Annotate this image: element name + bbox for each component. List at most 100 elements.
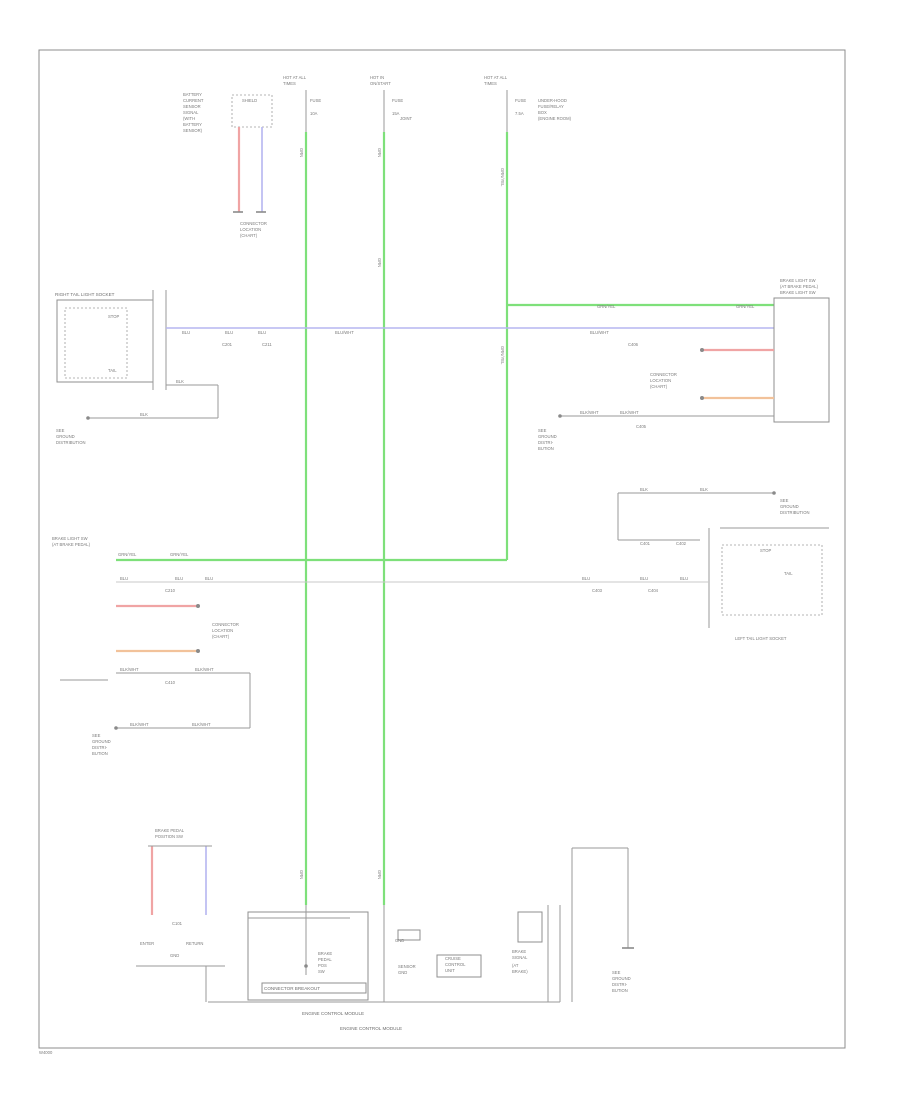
svg-text:GRN: GRN [377, 148, 382, 157]
svg-text:BLU/WHT: BLU/WHT [590, 330, 609, 335]
svg-text:BLK/WHT: BLK/WHT [130, 722, 149, 727]
svg-text:GROUND: GROUND [538, 434, 557, 439]
svg-text:BLK/WHT: BLK/WHT [580, 410, 599, 415]
svg-text:RETURN: RETURN [186, 941, 203, 946]
svg-text:BRAKE: BRAKE [512, 949, 526, 954]
svg-text:GRN/YEL: GRN/YEL [736, 304, 755, 309]
svg-text:C403: C403 [592, 588, 603, 593]
svg-text:GROUND: GROUND [56, 434, 75, 439]
svg-text:BLU: BLU [205, 576, 213, 581]
svg-text:10A: 10A [310, 111, 318, 116]
svg-text:(AT BRAKE PEDAL): (AT BRAKE PEDAL) [780, 284, 819, 289]
svg-text:C410: C410 [165, 680, 176, 685]
svg-text:C401: C401 [640, 541, 651, 546]
brake-light-switch-top: BRAKE LIGHT SW (AT BRAKE PEDAL) BRAKE LI… [538, 278, 830, 451]
svg-text:SIGNAL: SIGNAL [512, 955, 528, 960]
svg-text:ENGINE CONTROL MODULE: ENGINE CONTROL MODULE [340, 1026, 402, 1031]
svg-text:BLU: BLU [182, 330, 190, 335]
svg-text:BRAKE LIGHT SW: BRAKE LIGHT SW [780, 278, 816, 283]
svg-text:C405: C405 [636, 424, 647, 429]
top-fuse-1: HOT AT ALL TIMES FUSE 10A [283, 75, 321, 132]
svg-text:C211: C211 [262, 342, 272, 347]
svg-text:SENSOR): SENSOR) [183, 128, 203, 133]
svg-text:BLU: BLU [225, 330, 233, 335]
svg-text:SEE: SEE [92, 733, 101, 738]
svg-text:TIMES: TIMES [484, 81, 497, 86]
svg-text:BLK: BLK [700, 487, 708, 492]
svg-text:C210: C210 [165, 588, 176, 593]
svg-text:TAIL: TAIL [108, 368, 117, 373]
svg-text:C201: C201 [222, 342, 233, 347]
svg-text:SEE: SEE [612, 970, 621, 975]
svg-text:BLK/WHT: BLK/WHT [120, 667, 139, 672]
svg-text:PEDAL: PEDAL [318, 957, 332, 962]
svg-text:GRN: GRN [299, 148, 304, 157]
svg-text:BLU: BLU [680, 576, 688, 581]
svg-text:SENSOR: SENSOR [183, 104, 201, 109]
svg-text:GRN/YEL: GRN/YEL [118, 552, 137, 557]
svg-text:GRN: GRN [377, 870, 382, 879]
svg-text:BLU: BLU [582, 576, 590, 581]
svg-text:BLK: BLK [176, 379, 184, 384]
svg-text:C406: C406 [628, 342, 639, 347]
svg-text:HOT AT ALL: HOT AT ALL [283, 75, 307, 80]
svg-text:C404: C404 [648, 588, 659, 593]
top-left-connector: BATTERY CURRENT SENSOR SIGNAL (WITH BATT… [183, 92, 273, 238]
svg-text:CRUISE: CRUISE [445, 956, 461, 961]
svg-text:STOP: STOP [108, 314, 120, 319]
svg-text:BRAKE LIGHT SW: BRAKE LIGHT SW [52, 536, 88, 541]
svg-text:BLK/WHT: BLK/WHT [620, 410, 639, 415]
bottom-right-ground: SEE GROUND DISTRI- BUTION [571, 847, 634, 1002]
svg-text:(CHART): (CHART) [240, 233, 258, 238]
svg-text:BLK: BLK [640, 487, 648, 492]
svg-text:FUSE: FUSE [310, 98, 321, 103]
svg-text:SIGNAL: SIGNAL [183, 110, 199, 115]
svg-text:DISTRIBUTION: DISTRIBUTION [780, 510, 810, 515]
svg-text:CONNECTOR: CONNECTOR [212, 622, 239, 627]
svg-text:BLK/WHT: BLK/WHT [195, 667, 214, 672]
svg-text:STOP: STOP [760, 548, 772, 553]
svg-text:GRN/YEL: GRN/YEL [597, 304, 616, 309]
svg-text:(ENGINE ROOM): (ENGINE ROOM) [538, 116, 572, 121]
svg-text:TIMES: TIMES [283, 81, 296, 86]
svg-text:(WITH: (WITH [183, 116, 195, 121]
right-mid-wiring: BLK BLK SEE GROUND DISTRIBUTION C401 C40… [617, 487, 810, 546]
brake-light-switch-left: BRAKE LIGHT SW (AT BRAKE PEDAL) GRN/YEL … [52, 536, 251, 756]
svg-text:CONNECTOR BREAKOUT: CONNECTOR BREAKOUT [264, 986, 320, 991]
svg-text:ON/START: ON/START [370, 81, 391, 86]
svg-text:GRN/YEL: GRN/YEL [170, 552, 189, 557]
svg-text:LOCATION: LOCATION [240, 227, 261, 232]
svg-text:DISTRI-: DISTRI- [538, 440, 554, 445]
svg-text:(CHART): (CHART) [650, 384, 668, 389]
svg-text:CONNECTOR: CONNECTOR [240, 221, 267, 226]
svg-text:BLU: BLU [640, 576, 648, 581]
svg-text:GROUND: GROUND [780, 504, 799, 509]
left-tail-light-socket: STOP TAIL LEFT TAIL LIGHT SOCKET [708, 527, 829, 641]
svg-text:RIGHT TAIL LIGHT SOCKET: RIGHT TAIL LIGHT SOCKET [55, 292, 115, 297]
svg-text:BRAKE LIGHT SW: BRAKE LIGHT SW [780, 290, 816, 295]
svg-text:SEE: SEE [56, 428, 65, 433]
svg-text:(CHART): (CHART) [212, 634, 230, 639]
right-tail-light-socket: RIGHT TAIL LIGHT SOCKET STOP TAIL [55, 290, 167, 390]
svg-text:(AT BRAKE PEDAL): (AT BRAKE PEDAL) [52, 542, 91, 547]
svg-text:GND: GND [170, 953, 179, 958]
top-fuse-3: HOT AT ALL TIMES FUSE 7.5A UNDER-HOOD FU… [484, 75, 572, 132]
tail-light-ground: BLK BLK SEE GROUND DISTRIBUTION [56, 379, 219, 445]
svg-text:BUTION: BUTION [612, 988, 628, 993]
svg-text:POS: POS [318, 963, 327, 968]
svg-text:UNIT: UNIT [445, 968, 455, 973]
svg-text:15A: 15A [392, 111, 400, 116]
svg-text:BLK/WHT: BLK/WHT [192, 722, 211, 727]
svg-text:BOX: BOX [538, 110, 547, 115]
svg-text:SEE: SEE [538, 428, 547, 433]
svg-text:GND: GND [398, 970, 407, 975]
svg-text:DISTRI-: DISTRI- [612, 982, 628, 987]
svg-text:BRAKE PEDAL: BRAKE PEDAL [155, 828, 185, 833]
svg-text:ENGINE CONTROL MODULE: ENGINE CONTROL MODULE [302, 1011, 364, 1016]
svg-text:LOCATION: LOCATION [650, 378, 671, 383]
svg-text:CONNECTOR: CONNECTOR [650, 372, 677, 377]
svg-text:(AT: (AT [512, 963, 519, 968]
svg-text:BLU: BLU [175, 576, 183, 581]
svg-text:BLU: BLU [258, 330, 266, 335]
